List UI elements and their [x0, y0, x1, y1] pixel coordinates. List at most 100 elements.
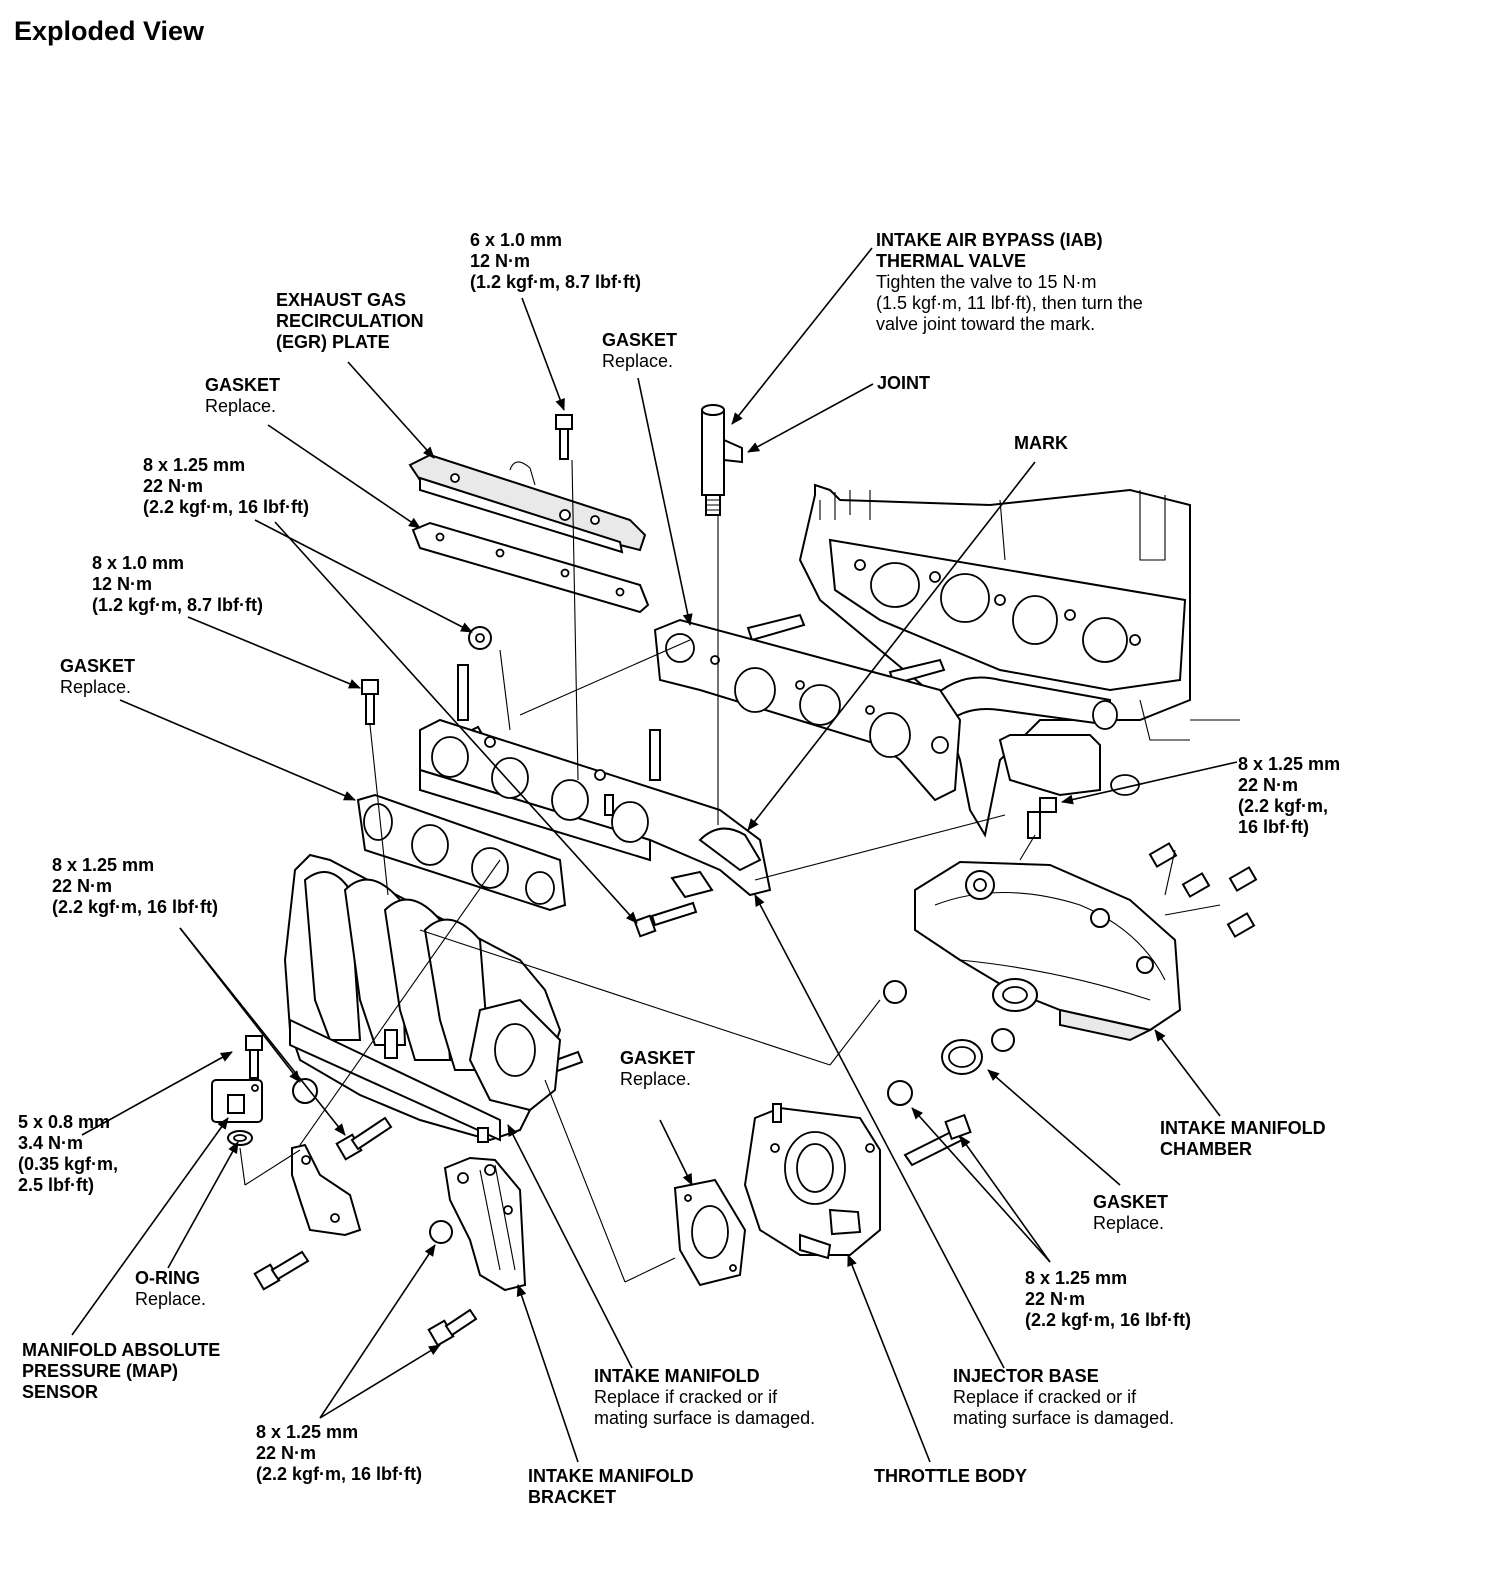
- callout-bolt-8x125-upper: 8 x 1.25 mm 22 N·m (2.2 kgf·m, 16 lbf·ft…: [143, 455, 309, 518]
- callout-line: INTAKE AIR BYPASS (IAB): [876, 230, 1103, 250]
- callout-map-sensor: MANIFOLD ABSOLUTE PRESSURE (MAP) SENSOR: [22, 1340, 220, 1403]
- callout-line: (2.2 kgf·m, 16 lbf·ft): [52, 897, 219, 917]
- callout-line: (1.2 kgf·m, 8.7 lbf·ft): [92, 595, 264, 615]
- callout-throttle-body: THROTTLE BODY: [874, 1466, 1027, 1487]
- egr-plate-part: [408, 453, 647, 554]
- callout-line: INJECTOR BASE: [953, 1366, 1099, 1386]
- injector-base-part: [419, 664, 772, 899]
- callout-note: Replace.: [60, 677, 132, 697]
- small-bracket-part: [291, 1143, 362, 1237]
- egr-gasket-part: [411, 521, 650, 614]
- iab-valve-part: [701, 404, 743, 516]
- callout-intake-manifold-bracket: INTAKE MANIFOLD BRACKET: [528, 1466, 694, 1508]
- callout-egr-plate: EXHAUST GAS RECIRCULATION (EGR) PLATE: [276, 290, 424, 353]
- callout-line: THERMAL VALVE: [876, 251, 1027, 271]
- callout-egr-bolt-spec: 6 x 1.0 mm 12 N·m (1.2 kgf·m, 8.7 lbf·ft…: [470, 230, 641, 293]
- callout-line: EXHAUST GAS: [276, 290, 407, 310]
- callout-line: MARK: [1014, 433, 1068, 453]
- callout-note: valve joint toward the mark.: [876, 314, 1096, 334]
- callout-line: 22 N·m: [256, 1443, 317, 1463]
- callout-joint: JOINT: [877, 373, 930, 394]
- callout-line: INTAKE MANIFOLD: [528, 1466, 694, 1486]
- callout-bolt-8x10: 8 x 1.0 mm 12 N·m (1.2 kgf·m, 8.7 lbf·ft…: [92, 553, 263, 616]
- callout-line: GASKET: [620, 1048, 696, 1068]
- callout-line: 22 N·m: [1025, 1289, 1086, 1309]
- callout-iab-thermal-valve: INTAKE AIR BYPASS (IAB) THERMAL VALVE Ti…: [876, 230, 1143, 335]
- callout-line: 22 N·m: [52, 876, 113, 896]
- callout-note: Replace if cracked or if: [953, 1387, 1137, 1407]
- callout-note: Replace.: [1093, 1213, 1165, 1233]
- callout-line: GASKET: [602, 330, 678, 350]
- callout-note: (1.5 kgf·m, 11 lbf·ft), then turn the: [876, 293, 1143, 313]
- manifold-chamber-part: [914, 860, 1182, 1042]
- callout-line: 5 x 0.8 mm: [18, 1112, 111, 1132]
- callout-line: THROTTLE BODY: [874, 1466, 1027, 1486]
- callout-gasket-head: GASKET Replace.: [602, 330, 677, 372]
- callout-note: Replace.: [135, 1289, 207, 1309]
- leader-lines: [71, 247, 1238, 1463]
- callout-line: 3.4 N·m: [18, 1133, 84, 1153]
- callout-line: BRACKET: [528, 1487, 616, 1507]
- callout-bolt-bracket: 8 x 1.25 mm 22 N·m (2.2 kgf·m, 16 lbf·ft…: [256, 1422, 422, 1485]
- callout-line: 12 N·m: [470, 251, 531, 271]
- callout-line: 12 N·m: [92, 574, 153, 594]
- callout-line: 8 x 1.25 mm: [256, 1422, 359, 1442]
- throttle-body-part: [743, 1103, 881, 1260]
- callout-gasket-egr: GASKET Replace.: [205, 375, 280, 417]
- callout-line: INTAKE MANIFOLD: [594, 1366, 760, 1386]
- chamber-gasket-part: [941, 1039, 983, 1075]
- throttle-gasket-part: [673, 1178, 747, 1287]
- callout-gasket-intake: GASKET Replace.: [60, 656, 135, 698]
- callout-line: (2.2 kgf·m, 16 lbf·ft): [143, 497, 310, 517]
- callout-bolt-8x125-middle: 8 x 1.25 mm 22 N·m (2.2 kgf·m, 16 lbf·ft…: [52, 855, 218, 918]
- callout-note: mating surface is damaged.: [594, 1408, 816, 1428]
- callout-line: SENSOR: [22, 1382, 99, 1402]
- callout-note: Replace.: [602, 351, 674, 371]
- engine-block: [798, 483, 1240, 838]
- callout-line: 2.5 lbf·ft): [18, 1175, 94, 1195]
- callout-intake-manifold-chamber: INTAKE MANIFOLD CHAMBER: [1160, 1118, 1326, 1160]
- callout-line: 16 lbf·ft): [1238, 817, 1309, 837]
- callout-line: (2.2 kgf·m, 16 lbf·ft): [1025, 1310, 1192, 1330]
- callout-note: Replace if cracked or if: [594, 1387, 778, 1407]
- callout-line: O-RING: [135, 1268, 200, 1288]
- callout-note: Replace.: [620, 1069, 692, 1089]
- callout-line: 8 x 1.25 mm: [1238, 754, 1341, 774]
- callout-bolt-chamber: 8 x 1.25 mm 22 N·m (2.2 kgf·m, 16 lbf·ft…: [1238, 754, 1340, 838]
- callout-note: Tighten the valve to 15 N·m: [876, 272, 1097, 292]
- manifold-bracket-part: [443, 1156, 527, 1292]
- callout-line: 8 x 1.0 mm: [92, 553, 185, 573]
- callout-bolt-throttle: 8 x 1.25 mm 22 N·m (2.2 kgf·m, 16 lbf·ft…: [1025, 1268, 1191, 1331]
- callout-line: (2.2 kgf·m, 16 lbf·ft): [256, 1464, 423, 1484]
- callout-line: (2.2 kgf·m,: [1238, 796, 1329, 816]
- map-sensor-part: [211, 1079, 263, 1146]
- callout-o-ring: O-RING Replace.: [135, 1268, 206, 1310]
- callout-line: 8 x 1.25 mm: [1025, 1268, 1128, 1288]
- callout-line: MANIFOLD ABSOLUTE: [22, 1340, 221, 1360]
- guide-lines: [239, 459, 1221, 1283]
- callout-line: 8 x 1.25 mm: [52, 855, 155, 875]
- callout-line: INTAKE MANIFOLD: [1160, 1118, 1326, 1138]
- callout-note: mating surface is damaged.: [953, 1408, 1175, 1428]
- callout-gasket-chamber: GASKET Replace.: [1093, 1192, 1168, 1234]
- callout-intake-manifold: INTAKE MANIFOLD Replace if cracked or if…: [594, 1366, 815, 1429]
- callout-line: GASKET: [1093, 1192, 1169, 1212]
- intake-gasket-part: [356, 793, 567, 912]
- callout-line: 6 x 1.0 mm: [470, 230, 563, 250]
- bolts: [245, 414, 1258, 1347]
- callout-line: 8 x 1.25 mm: [143, 455, 246, 475]
- callout-line: JOINT: [877, 373, 931, 393]
- callout-line: (1.2 kgf·m, 8.7 lbf·ft): [470, 272, 642, 292]
- callout-gasket-throttle: GASKET Replace.: [620, 1048, 695, 1090]
- callout-bolt-5x08: 5 x 0.8 mm 3.4 N·m (0.35 kgf·m, 2.5 lbf·…: [18, 1112, 118, 1196]
- callout-note: Replace.: [205, 396, 277, 416]
- page-title: Exploded View: [14, 16, 205, 46]
- callout-line: GASKET: [205, 375, 281, 395]
- callout-mark: MARK: [1014, 433, 1068, 454]
- callout-line: 22 N·m: [1238, 775, 1299, 795]
- callout-line: (0.35 kgf·m,: [18, 1154, 119, 1174]
- callout-line: GASKET: [60, 656, 136, 676]
- callout-line: (EGR) PLATE: [276, 332, 390, 352]
